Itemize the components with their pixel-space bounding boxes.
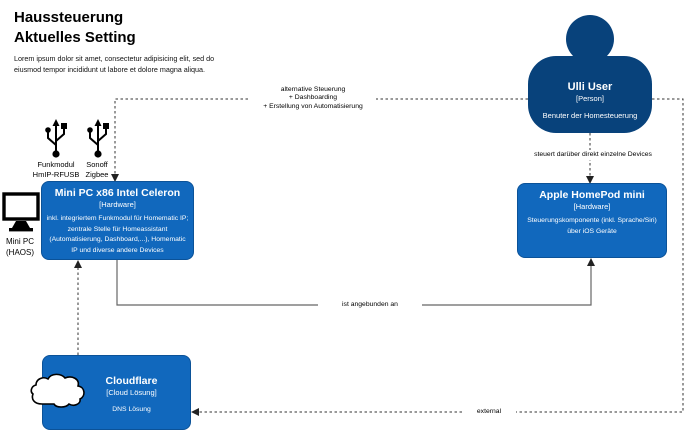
monitor-label-line2: (HAOS)	[6, 247, 34, 257]
edge-external-arrowhead	[191, 408, 199, 416]
usb-sonoff-label: Sonoff Zigbee	[72, 160, 122, 180]
usb-funkmodul-label-line1: Funkmodul	[37, 160, 75, 169]
edge-label-alternative: alternative Steuerung + Dashboarding + E…	[250, 85, 376, 113]
page-subtitle-line1: Lorem ipsum dolor sit amet, consectetur …	[14, 54, 215, 63]
node-person: Ulli User [Person] Benuter der Homesteue…	[528, 56, 652, 133]
edge-label-alternative-line2: + Dashboarding	[288, 94, 338, 102]
cloudflare-type: [Cloud Lösung]	[106, 388, 157, 398]
person-description: Benuter der Homesteuerung	[542, 111, 638, 120]
minipc-name: Mini PC x86 Intel Celeron	[54, 187, 181, 199]
homepod-description: Steuerungskomponente (inkl. Sprache/Siri…	[527, 217, 657, 235]
edge-label-alternative-line1: alternative Steuerung	[280, 86, 346, 93]
edge-label-external: external	[462, 407, 516, 418]
edge-cloud-minipc-arrowhead	[74, 260, 82, 268]
person-head-icon	[566, 15, 614, 63]
edge-label-angebunden: ist angebunden an	[318, 300, 422, 311]
minipc-type: [Hardware]	[99, 200, 136, 210]
homepod-type: [Hardware]	[573, 202, 611, 212]
person-name: Ulli User	[567, 81, 613, 93]
page-title-line1: Haussteuerung	[14, 9, 124, 26]
usb-sonoff-label-line2: Zigbee	[85, 170, 109, 180]
cloudflare-description: DNS Lösung	[112, 406, 151, 414]
edge-label-steuert: steuert darüber direkt einzelne Devices	[518, 150, 668, 161]
cloudflare-name: Cloudflare	[105, 375, 158, 387]
node-homepod: Apple HomePod mini [Hardware] Steuerungs…	[517, 183, 667, 258]
monitor-label-line1: Mini PC	[5, 237, 34, 246]
page-subtitle-line2: eiusmod tempor incididunt ut labore et d…	[14, 64, 205, 74]
node-minipc: Mini PC x86 Intel Celeron [Hardware] ink…	[41, 181, 194, 260]
cloud-icon	[30, 373, 85, 408]
person-type: [Person]	[576, 94, 604, 103]
edge-angebunden-line	[116, 260, 592, 306]
homepod-name: Apple HomePod mini	[539, 189, 645, 201]
page-subtitle: Lorem ipsum dolor sit amet, consectetur …	[14, 54, 214, 76]
edge-angebunden-arrowhead	[587, 258, 595, 266]
minipc-description: inkl. integriertem Funkmodul für Homemat…	[46, 215, 189, 254]
node-cloudflare: Cloudflare [Cloud Lösung] DNS Lösung	[42, 355, 191, 430]
usb-funkmodul-icon	[45, 119, 67, 158]
usb-sonoff-icon	[87, 119, 109, 158]
page-title-line2: Aktuelles Setting	[14, 28, 136, 46]
monitor-icon	[2, 192, 40, 232]
usb-funkmodul-label-line2: HmIP-RFUSB	[32, 170, 80, 180]
edge-label-alternative-line3: + Erstellung von Automatisierung	[263, 102, 363, 110]
monitor-label: Mini PC (HAOS)	[0, 237, 46, 259]
page-title: Haussteuerung Aktuelles Setting	[14, 8, 136, 47]
usb-funkmodul-label: Funkmodul HmIP-RFUSB	[25, 160, 87, 180]
usb-sonoff-label-line1: Sonoff	[86, 160, 108, 169]
